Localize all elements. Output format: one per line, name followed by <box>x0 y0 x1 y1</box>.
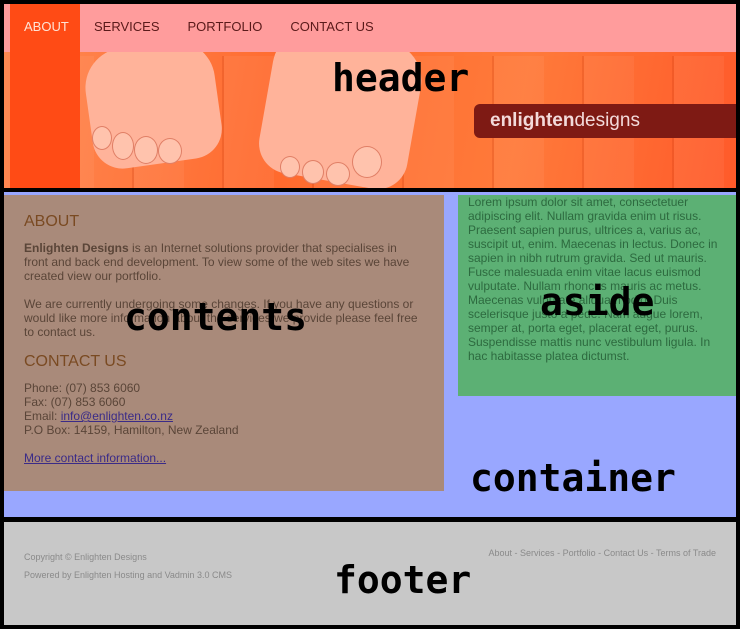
toe <box>326 162 350 186</box>
about-text: is an Internet solutions provider that s… <box>24 241 410 283</box>
about-paragraph: Enlighten Designs is an Internet solutio… <box>24 241 424 283</box>
contact-heading: CONTACT US <box>24 353 127 370</box>
container-label: container <box>470 456 676 500</box>
about-heading: ABOUT <box>24 213 80 230</box>
logo-light: designs <box>574 110 640 131</box>
email-line: Email: info@enlighten.co.nz <box>24 409 424 423</box>
footer-left: Copyright © Enlighten Designs Powered by… <box>24 548 232 584</box>
powered-by-text: Powered by Enlighten Hosting and Vadmin … <box>24 570 232 580</box>
nav-item-contact-us[interactable]: CONTACT US <box>290 19 374 34</box>
footer-link-services[interactable]: Services <box>520 548 555 558</box>
header-label: header <box>332 56 470 100</box>
footer-link-terms[interactable]: Terms of Trade <box>655 548 716 558</box>
nav-bar <box>4 4 736 52</box>
contents-label: contents <box>124 295 308 339</box>
nav-item-services[interactable]: SERVICES <box>94 19 160 34</box>
aside: Lorem ipsum dolor sit amet, consectetuer… <box>458 195 736 396</box>
toe <box>112 132 134 160</box>
more-contact-line: More contact information... <box>24 451 424 465</box>
aside-label: aside <box>540 280 655 324</box>
email-label: Email: <box>24 409 61 423</box>
active-nav-highlight <box>10 4 80 188</box>
nav-item-about[interactable]: ABOUT <box>24 19 69 34</box>
phone-text: Phone: (07) 853 6060 <box>24 381 141 395</box>
toe <box>302 160 324 184</box>
fax-text: Fax: (07) 853 6060 <box>24 395 126 409</box>
footer-links: About - Services - Portfolio - Contact U… <box>488 548 716 558</box>
toe <box>158 138 182 164</box>
contents: ABOUT Enlighten Designs is an Internet s… <box>4 195 444 491</box>
footer-link-portfolio[interactable]: Portfolio <box>562 548 596 558</box>
footer-link-about[interactable]: About <box>488 548 513 558</box>
toe <box>92 126 112 150</box>
header: ABOUT SERVICES PORTFOLIO CONTACT US enli… <box>4 4 736 188</box>
email-link[interactable]: info@enlighten.co.nz <box>60 409 173 423</box>
footer: Copyright © Enlighten Designs Powered by… <box>4 522 736 625</box>
toe <box>280 156 300 178</box>
copyright-text: Copyright © Enlighten Designs <box>24 552 147 562</box>
aside-text: Lorem ipsum dolor sit amet, consectetuer… <box>468 195 718 363</box>
toe <box>134 136 158 164</box>
enlighten-designs-logo[interactable]: enlightendesigns <box>474 104 736 138</box>
logo-bold: enlighten <box>490 110 575 131</box>
contact-details: Phone: (07) 853 6060 Fax: (07) 853 6060 … <box>24 381 424 465</box>
more-contact-link[interactable]: More contact information... <box>24 451 167 465</box>
main-nav: ABOUT SERVICES PORTFOLIO CONTACT US <box>10 4 388 52</box>
footer-link-contact-us[interactable]: Contact Us <box>603 548 649 558</box>
about-paragraph-2: We are currently undergoing some changes… <box>24 297 418 339</box>
footer-label: footer <box>334 558 472 602</box>
toe <box>352 146 382 178</box>
nav-item-portfolio[interactable]: PORTFOLIO <box>187 19 263 34</box>
po-box-text: P.O Box: 14159, Hamilton, New Zealand <box>24 423 239 437</box>
company-name: Enlighten Designs <box>24 241 129 255</box>
